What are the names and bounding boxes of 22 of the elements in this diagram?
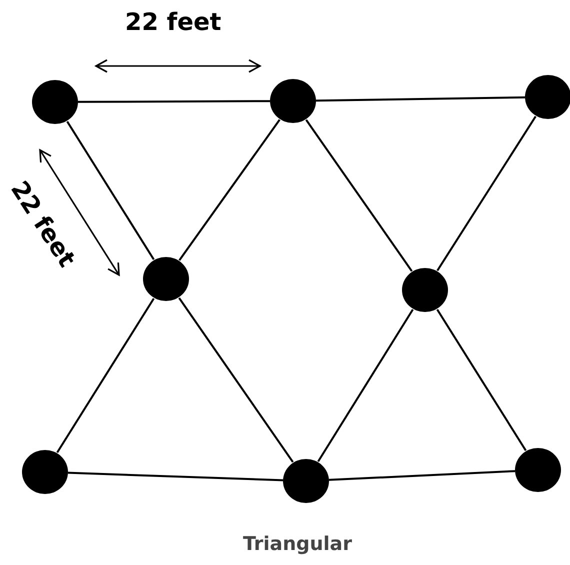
connector-line xyxy=(66,120,155,260)
connector-line xyxy=(68,472,284,482)
dot-node xyxy=(143,257,189,301)
connector-line xyxy=(436,116,536,272)
connector-line xyxy=(305,119,413,272)
dot-node xyxy=(283,459,329,503)
connector-line xyxy=(178,297,294,463)
connector-line xyxy=(56,298,155,454)
connector-line xyxy=(178,119,280,261)
connector-line xyxy=(436,308,527,452)
dot-node xyxy=(525,75,570,119)
dot-node xyxy=(515,448,561,492)
dot-node xyxy=(402,268,448,312)
dimension-label: 22 feet xyxy=(125,8,222,36)
dot-node xyxy=(32,80,78,124)
dot-node xyxy=(22,450,68,494)
connector-line xyxy=(316,96,526,102)
caption: Triangular xyxy=(243,533,352,555)
connector-line xyxy=(78,100,270,103)
connector-line xyxy=(328,470,516,481)
connector-line xyxy=(317,309,414,462)
dot-node xyxy=(270,79,316,123)
